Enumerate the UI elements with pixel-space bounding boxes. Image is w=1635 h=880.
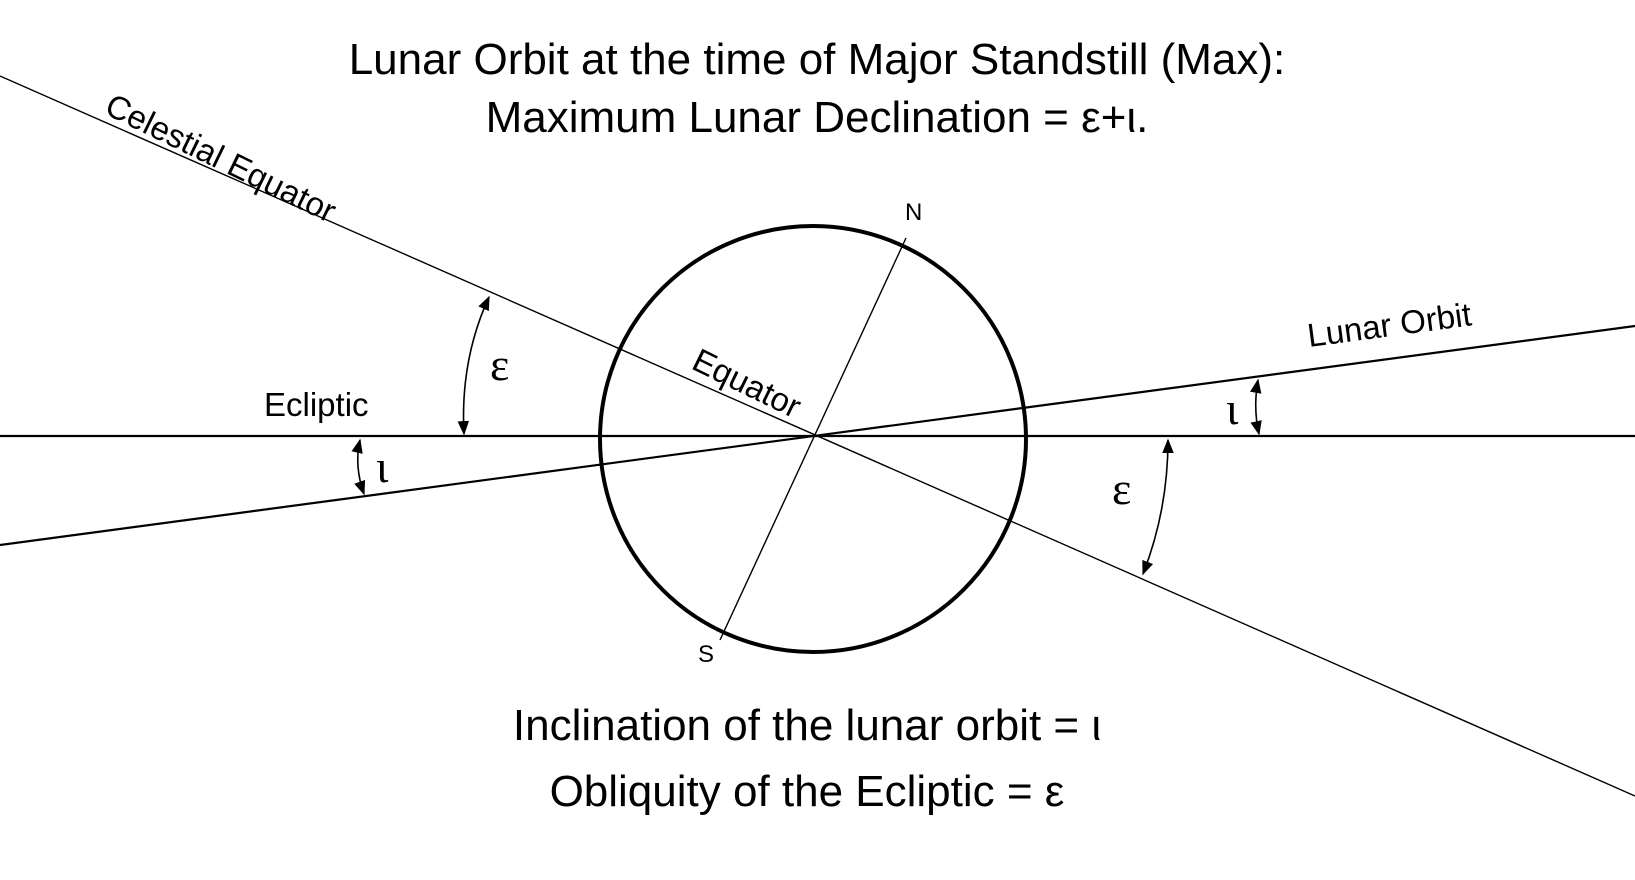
epsilon-arc-right <box>1142 438 1174 576</box>
iota-label-right: ι <box>1226 383 1239 434</box>
iota-arc-right <box>1250 378 1262 436</box>
caption-line-2: Obliquity of the Ecliptic = ε <box>550 767 1065 816</box>
celestial-equator-label: Celestial Equator <box>100 86 342 229</box>
epsilon-label-right: ε <box>1112 463 1131 514</box>
north-pole-label: N <box>905 199 922 226</box>
earth-axis <box>719 237 907 641</box>
title-line-1: Lunar Orbit at the time of Major Standst… <box>349 35 1286 84</box>
south-pole-label: S <box>698 641 714 668</box>
equator-label: Equator <box>687 341 807 425</box>
title-line-2: Maximum Lunar Declination = ε+ι. <box>486 93 1149 142</box>
lunar-orbit-line <box>0 324 1635 547</box>
iota-label-left: ι <box>376 441 389 492</box>
lunar-orbit-label: Lunar Orbit <box>1305 295 1474 354</box>
earth-circle <box>598 224 1028 654</box>
caption-line-1: Inclination of the lunar orbit = ι <box>513 701 1101 750</box>
iota-arc-left <box>351 438 366 496</box>
epsilon-arc-left <box>457 295 490 436</box>
epsilon-label-left: ε <box>490 339 509 390</box>
ecliptic-label: Ecliptic <box>264 386 369 423</box>
